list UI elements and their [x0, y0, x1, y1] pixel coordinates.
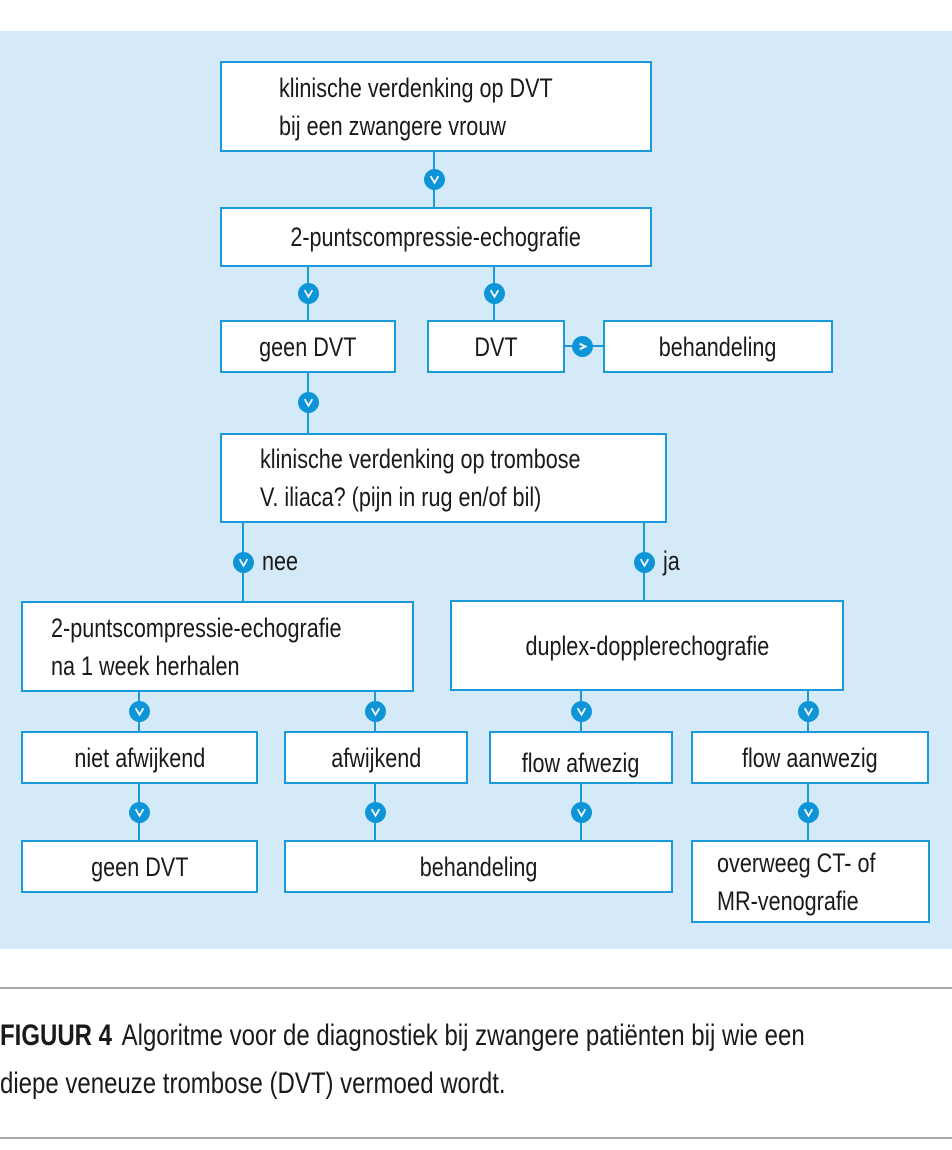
caption-label: FIGUUR 4	[0, 1019, 113, 1052]
chevron-down-icon	[298, 392, 319, 413]
node-echo1: 2-puntscompressie-echografie	[220, 207, 652, 267]
caption-text-1: Algoritme voor de diagnostiek bij zwange…	[121, 1019, 805, 1052]
node-behandeling-1: behandeling	[603, 320, 833, 373]
chevron-down-icon	[798, 802, 819, 823]
node-geen-dvt-1-text: geen DVT	[259, 331, 357, 362]
node-start: klinische verdenking op DVT bij een zwan…	[220, 61, 652, 152]
branch-label-ja: ja	[663, 546, 680, 576]
node-niet-afwijkend: niet afwijkend	[21, 731, 258, 784]
node-echo1-text: 2-puntscompressie-echografie	[290, 222, 582, 252]
node-geen-dvt-2: geen DVT	[21, 840, 258, 893]
node-echo-repeat-text: 2-puntscompressie-echografie na 1 week h…	[51, 612, 342, 681]
chevron-down-icon	[571, 701, 592, 722]
caption-rule-bottom	[0, 1137, 952, 1139]
chevron-down-icon	[129, 802, 150, 823]
chevron-down-icon	[365, 701, 386, 722]
chevron-down-icon	[298, 283, 319, 304]
node-geen-dvt-1: geen DVT	[220, 320, 396, 373]
chevron-down-icon	[424, 169, 445, 190]
caption-text-2: diepe veneuze trombose (DVT) vermoed wor…	[0, 1067, 506, 1100]
node-afwijkend-text: afwijkend	[330, 742, 422, 773]
node-flow-afwezig-text: flow afwezig	[522, 747, 640, 778]
chevron-down-icon	[233, 552, 254, 573]
chevron-right-icon	[572, 336, 593, 357]
node-iliaca: klinische verdenking op trombose V. ilia…	[220, 433, 667, 523]
node-geen-dvt-2-text: geen DVT	[90, 851, 189, 882]
chevron-down-icon	[365, 802, 386, 823]
caption-rule-top	[0, 987, 952, 989]
node-niet-afwijkend-text: niet afwijkend	[74, 742, 205, 773]
node-behandeling-2: behandeling	[284, 840, 673, 893]
chevron-down-icon	[798, 701, 819, 722]
node-start-text: klinische verdenking op DVT bij een zwan…	[279, 72, 553, 141]
chevron-down-icon	[129, 701, 150, 722]
node-afwijkend: afwijkend	[284, 731, 468, 784]
chevron-down-icon	[484, 283, 505, 304]
node-flow-aanwezig-text: flow aanwezig	[742, 742, 878, 773]
caption-line-2: diepe veneuze trombose (DVT) vermoed wor…	[0, 1060, 920, 1108]
node-behandeling-1-text: behandeling	[659, 331, 777, 362]
chevron-down-icon	[571, 802, 592, 823]
node-behandeling-2-text: behandeling	[419, 851, 538, 882]
branch-label-nee: nee	[262, 546, 299, 576]
node-flow-afwezig: flow afwezig	[489, 731, 673, 784]
node-duplex-text: duplex-dopplerechografie	[525, 630, 769, 661]
node-overweeg: overweeg CT- of MR-venografie	[691, 840, 930, 923]
node-overweeg-text: overweeg CT- of MR-venografie	[717, 847, 876, 916]
chevron-down-icon	[634, 552, 655, 573]
node-dvt: DVT	[427, 320, 565, 373]
node-dvt-text: DVT	[474, 331, 518, 362]
node-duplex: duplex-dopplerechografie	[450, 600, 844, 691]
node-flow-aanwezig: flow aanwezig	[691, 731, 929, 784]
node-echo-repeat: 2-puntscompressie-echografie na 1 week h…	[21, 601, 414, 692]
node-iliaca-text: klinische verdenking op trombose V. ilia…	[260, 444, 581, 512]
